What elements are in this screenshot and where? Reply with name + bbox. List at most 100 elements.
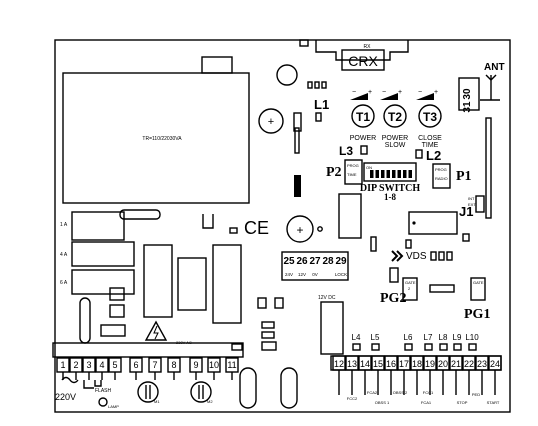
led-l6-label: L6 bbox=[404, 333, 413, 342]
fuse-4a-label: 4 A bbox=[60, 252, 68, 258]
motor-m1-label: M1 bbox=[154, 399, 160, 404]
input-label: FCC2 bbox=[347, 396, 358, 401]
main-terminal-number: 10 bbox=[209, 360, 219, 370]
main-terminal-number: 5 bbox=[112, 360, 117, 370]
capacitor-small bbox=[276, 64, 298, 86]
fuse-4a[interactable]: 4 A bbox=[60, 241, 135, 267]
svg-text:+: + bbox=[434, 89, 438, 96]
led-l2 bbox=[415, 149, 423, 159]
input-terminal-number: 22 bbox=[464, 359, 474, 369]
main-terminal-number: 7 bbox=[152, 360, 157, 370]
j1-jumper[interactable] bbox=[475, 195, 485, 213]
pot-t2-label: POWER bbox=[382, 135, 408, 142]
pot-t2-id: T2 bbox=[388, 110, 402, 124]
pg2-button[interactable] bbox=[402, 277, 418, 301]
component bbox=[293, 112, 302, 132]
fuse-body bbox=[71, 269, 135, 295]
input-terminal-number: 17 bbox=[399, 359, 409, 369]
component bbox=[261, 321, 275, 329]
transformer-tab bbox=[201, 56, 233, 74]
transformer bbox=[62, 72, 250, 204]
dip-key[interactable] bbox=[403, 170, 407, 178]
input-label: FCA2 bbox=[367, 390, 378, 395]
fuse-body bbox=[71, 211, 125, 241]
dip-key[interactable] bbox=[381, 170, 385, 178]
crx-label: CRX bbox=[348, 53, 378, 69]
component bbox=[261, 341, 277, 351]
motor-m1-icon: M1 bbox=[137, 381, 160, 404]
power-terminal-29: 29 bbox=[335, 256, 347, 267]
dip-key[interactable] bbox=[397, 170, 402, 178]
dip-key[interactable] bbox=[386, 170, 391, 178]
motor-m2-icon: M2 bbox=[190, 381, 213, 404]
main-terminal-number: 3 bbox=[86, 360, 91, 370]
pg1-sub: GATE bbox=[473, 280, 484, 285]
power-terminal-block[interactable] bbox=[281, 251, 349, 281]
potentiometer-t3[interactable]: − + T3 CLOSE TIME bbox=[416, 89, 442, 149]
component bbox=[229, 227, 238, 234]
pg1-button[interactable] bbox=[470, 277, 486, 301]
antenna-terminal-block[interactable] bbox=[458, 77, 480, 111]
dip-key[interactable] bbox=[408, 170, 413, 178]
j1-top: INT bbox=[468, 196, 475, 201]
wire bbox=[94, 380, 102, 387]
svg-text:−: − bbox=[418, 89, 422, 96]
main-terminal-number: 2 bbox=[73, 360, 78, 370]
p1-button[interactable] bbox=[432, 163, 451, 189]
led-l2-label: L2 bbox=[426, 148, 441, 163]
potentiometer-t1[interactable]: − + T1 POWER bbox=[350, 89, 376, 142]
led-l4-label: L4 bbox=[352, 333, 361, 342]
component bbox=[462, 233, 470, 242]
pot-t1-label: POWER bbox=[350, 135, 376, 142]
flash-label: FLASH bbox=[95, 388, 112, 394]
component bbox=[100, 324, 126, 337]
vds-label: VDS bbox=[406, 251, 427, 262]
pot-knob[interactable] bbox=[383, 104, 407, 128]
p2-button[interactable] bbox=[344, 159, 363, 185]
lamp-label: LAMP bbox=[108, 404, 119, 409]
component bbox=[438, 251, 445, 261]
main-terminal-number: 9 bbox=[193, 360, 198, 370]
component bbox=[370, 236, 377, 252]
power-terminal-26: 26 bbox=[296, 256, 308, 267]
led-l7 bbox=[424, 343, 433, 351]
fuse-body bbox=[71, 241, 135, 267]
input-terminal-number: 18 bbox=[412, 359, 422, 369]
power-note: 12V DC bbox=[318, 295, 336, 301]
dip-key[interactable] bbox=[375, 170, 380, 178]
dip-key[interactable] bbox=[392, 170, 396, 178]
dip-switch[interactable]: ON bbox=[363, 162, 417, 182]
power-terminal-label: 0V bbox=[312, 272, 318, 277]
led-l8 bbox=[439, 343, 448, 351]
potentiometer-t2[interactable]: − + T2 POWER SLOW bbox=[380, 89, 408, 149]
power-terminal-25: 25 bbox=[283, 256, 295, 267]
component bbox=[321, 81, 327, 89]
led-l10 bbox=[468, 343, 477, 351]
p2-label: P2 bbox=[326, 165, 342, 180]
fuse-6a[interactable]: 6 A bbox=[60, 269, 135, 295]
dip-key[interactable] bbox=[370, 170, 374, 178]
crx-module bbox=[341, 49, 385, 71]
input-terminal-number: 14 bbox=[360, 359, 370, 369]
fuse-1a[interactable]: 1 A bbox=[60, 211, 125, 241]
rail bbox=[485, 117, 492, 219]
led-l1-label: L1 bbox=[314, 97, 329, 112]
led-l3 bbox=[360, 145, 368, 155]
input-terminal-number: 16 bbox=[386, 359, 396, 369]
pot-t1-id: T1 bbox=[356, 110, 370, 124]
main-terminal-number: 1 bbox=[60, 360, 65, 370]
svg-text:−: − bbox=[352, 89, 356, 96]
power-terminal-label: 24V bbox=[285, 272, 293, 277]
pot-ramp-icon bbox=[350, 93, 368, 100]
dip-switch-sub: 1-8 bbox=[384, 192, 396, 202]
dip-switch-body bbox=[363, 162, 417, 182]
pot-knob[interactable] bbox=[418, 104, 442, 128]
pot-knob[interactable] bbox=[351, 104, 375, 128]
antenna-label: ANT bbox=[484, 62, 505, 73]
pg2-sub: GATE bbox=[405, 280, 416, 285]
led-l1 bbox=[315, 112, 322, 122]
component bbox=[261, 331, 275, 339]
component bbox=[405, 239, 412, 249]
input-terminal-number: 19 bbox=[425, 359, 435, 369]
